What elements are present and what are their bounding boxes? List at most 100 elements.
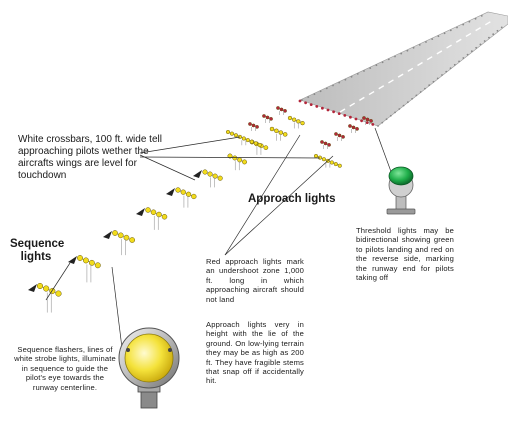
runway-edge-light: [350, 75, 353, 78]
runway-edge-light: [301, 99, 303, 101]
red-approach-light: [369, 119, 373, 123]
leader-seq-1: [45, 262, 71, 301]
runway-edge-light: [313, 93, 316, 96]
leader-crossbar-1: [139, 136, 241, 154]
red-approach-light: [355, 127, 359, 131]
approach-light: [313, 153, 319, 159]
approach-light: [55, 290, 62, 297]
runway-edge-light: [387, 58, 390, 61]
red-side-bar-6: [348, 124, 359, 134]
runway-edge-light: [394, 55, 396, 58]
runway-edge-light: [436, 77, 439, 80]
threshold-light: [360, 119, 363, 123]
runway-edge-light: [344, 78, 347, 81]
approach-bar-1: [36, 282, 62, 313]
runway-edge-light: [375, 64, 378, 67]
approach-bar-2: [77, 255, 101, 283]
threshold-light: [326, 108, 330, 112]
red-approach-light: [262, 114, 266, 118]
red-approach-light: [248, 122, 252, 126]
leader-crossbar-3: [139, 156, 321, 159]
threshold-light: [371, 123, 375, 126]
red-approach-light: [362, 116, 366, 120]
runway-edge-light: [431, 38, 434, 40]
runway-edge-light: [415, 94, 418, 97]
red-approach-light: [269, 117, 273, 121]
runway-centerline: [339, 21, 491, 113]
approach-light: [321, 157, 326, 162]
runway-edge-light: [475, 46, 478, 49]
sequence-flasher: [103, 231, 112, 239]
red-approach-light: [365, 117, 370, 122]
runway-edge-light: [458, 60, 460, 63]
approach-light: [43, 285, 50, 292]
approach-light: [241, 136, 246, 141]
runway-edge-light: [394, 111, 396, 114]
red-side-bar-1: [248, 122, 259, 132]
threshold-light: [343, 114, 347, 117]
approach-light-bars: [28, 106, 373, 313]
approach-light: [180, 189, 186, 195]
leader-seq-2: [111, 266, 123, 349]
red-approach-light: [251, 123, 256, 128]
threshold-light: [349, 115, 352, 119]
runway-edge-light: [443, 32, 446, 35]
runway-edge-light: [449, 67, 452, 70]
runway-edge-light: [462, 57, 465, 59]
runway-centerline-dash: [388, 79, 394, 84]
runway-edge-light: [319, 90, 322, 93]
runway-edge-light: [332, 84, 334, 87]
approach-light: [229, 131, 234, 136]
runway-edge-light: [445, 70, 448, 73]
approach-bar-10: [287, 115, 305, 129]
runway-edge-light: [412, 46, 415, 49]
runway-edge-light: [492, 33, 495, 36]
approach-light: [253, 141, 258, 146]
runway-centerline-dash: [397, 73, 404, 78]
sequence-flasher: [136, 208, 145, 216]
sequence-flasher: [166, 188, 175, 196]
runway-edge-light: [453, 63, 456, 66]
approach-light: [88, 259, 95, 266]
approach-light: [242, 159, 247, 165]
red-approach-light: [327, 143, 331, 147]
approach-light: [36, 282, 44, 290]
approach-bar-3: [112, 230, 135, 256]
approach-light: [217, 175, 223, 181]
runway-edge-light: [474, 17, 477, 20]
threshold-light: [298, 99, 302, 103]
runway-edge-light: [400, 52, 403, 55]
runway-centerline-dash: [465, 32, 472, 38]
approach-light: [225, 129, 231, 135]
runway-centerline-dash: [484, 21, 491, 26]
red-side-bar-4: [320, 140, 331, 150]
threshold-light: [365, 121, 369, 124]
approach-light: [237, 157, 243, 163]
sequence-flasher: [28, 284, 37, 292]
runway-edge-light: [406, 49, 409, 52]
red-approach-light: [334, 132, 338, 136]
runway-edge-light: [418, 44, 421, 46]
runway-edge-light: [449, 29, 452, 32]
leader-approach-2: [224, 155, 334, 256]
label-approach-lights: Approach lights: [248, 193, 336, 205]
approach-light: [112, 230, 118, 236]
approach-light: [232, 155, 238, 161]
approach-light: [129, 237, 135, 243]
runway-centerline-dash: [455, 38, 462, 43]
approach-light: [77, 255, 83, 261]
runway-edge-light: [402, 104, 405, 107]
runway-centerline-dash: [378, 85, 385, 90]
runway-centerline-dash: [368, 90, 375, 96]
runway-centerline-dash: [475, 27, 481, 32]
runway-edge-light: [468, 20, 471, 23]
runway-edge-light: [500, 26, 503, 29]
approach-bar-6: [202, 169, 223, 188]
threshold-light-bar: [298, 99, 375, 126]
approach-light: [117, 232, 124, 239]
runway: [298, 11, 508, 127]
approach-light: [83, 257, 89, 264]
approach-light: [257, 142, 262, 147]
approach-light: [191, 193, 197, 200]
sequence-flasher: [68, 256, 77, 264]
